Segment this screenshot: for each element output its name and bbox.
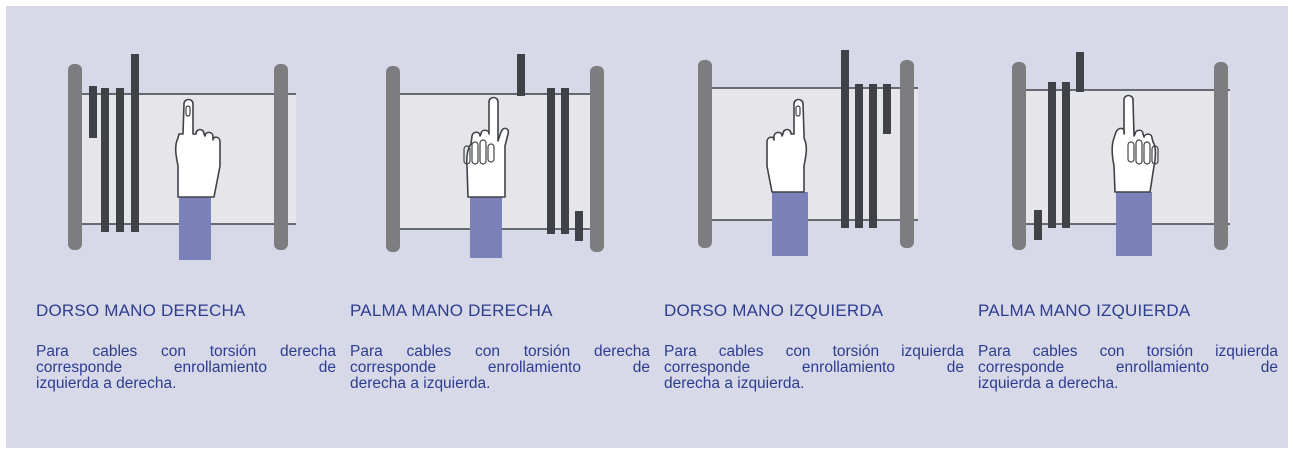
cable-wraps	[89, 54, 139, 232]
right-flange	[274, 64, 288, 250]
sleeve	[772, 192, 808, 256]
hand-icon	[463, 96, 510, 258]
right-flange	[900, 60, 914, 248]
left-flange	[386, 66, 400, 252]
panel-description: Para cables con torsión derecha correspo…	[36, 344, 336, 392]
description-line: Para cables con torsión izquierda	[664, 343, 964, 360]
right-flange	[1214, 62, 1228, 250]
panel-description: Para cables con torsión derecha correspo…	[350, 344, 650, 392]
drum-core	[706, 88, 918, 220]
panel-dorso-mano-derecha: DORSO MANO DERECHA Para cables con torsi…	[36, 6, 346, 448]
panel-dorso-mano-izquierda: DORSO MANO IZQUIERDA Para cables con tor…	[664, 6, 974, 448]
hand-icon	[1111, 94, 1159, 256]
panel-description: Para cables con torsión izquierda corres…	[664, 344, 964, 392]
description-line: Para cables con torsión derecha	[36, 343, 336, 360]
panel-title: PALMA MANO IZQUIERDA	[978, 301, 1191, 320]
hand-icon	[766, 98, 808, 256]
description-line: derecha a izquierda.	[350, 375, 491, 392]
description-line: Para cables con torsión izquierda	[978, 343, 1278, 360]
cable-wraps	[841, 50, 891, 228]
description-line: corresponde enrollamiento de	[978, 359, 1278, 376]
drum-illustration	[68, 54, 296, 260]
description-line: corresponde enrollamiento de	[36, 359, 336, 376]
panel-palma-mano-derecha: PALMA MANO DERECHA Para cables con torsi…	[350, 6, 660, 448]
sleeve	[470, 196, 502, 258]
diagram-frame: DORSO MANO DERECHA Para cables con torsi…	[6, 6, 1288, 448]
cable-wraps	[1034, 52, 1084, 240]
left-flange	[68, 64, 82, 250]
description-line: derecha a izquierda.	[664, 375, 805, 392]
drum-illustration	[698, 50, 918, 256]
description-line: izquierda a derecha.	[36, 375, 177, 392]
panel-description: Para cables con torsión izquierda corres…	[978, 344, 1278, 392]
description-line: izquierda a derecha.	[978, 375, 1119, 392]
description-line: Para cables con torsión derecha	[350, 343, 650, 360]
panel-title: PALMA MANO DERECHA	[350, 301, 553, 320]
panel-palma-mano-izquierda: PALMA MANO IZQUIERDA Para cables con tor…	[978, 6, 1288, 448]
description-line: corresponde enrollamiento de	[664, 359, 964, 376]
hand-icon	[174, 98, 221, 260]
drum-illustration	[1012, 52, 1230, 256]
cable-wraps	[517, 54, 583, 241]
sleeve	[179, 196, 211, 260]
right-flange	[590, 66, 604, 252]
left-flange	[1012, 62, 1026, 250]
panel-title: DORSO MANO DERECHA	[36, 301, 246, 320]
panel-title: DORSO MANO IZQUIERDA	[664, 301, 884, 320]
left-flange	[698, 60, 712, 248]
drum-illustration	[386, 54, 604, 258]
description-line: corresponde enrollamiento de	[350, 359, 650, 376]
sleeve	[1116, 192, 1152, 256]
